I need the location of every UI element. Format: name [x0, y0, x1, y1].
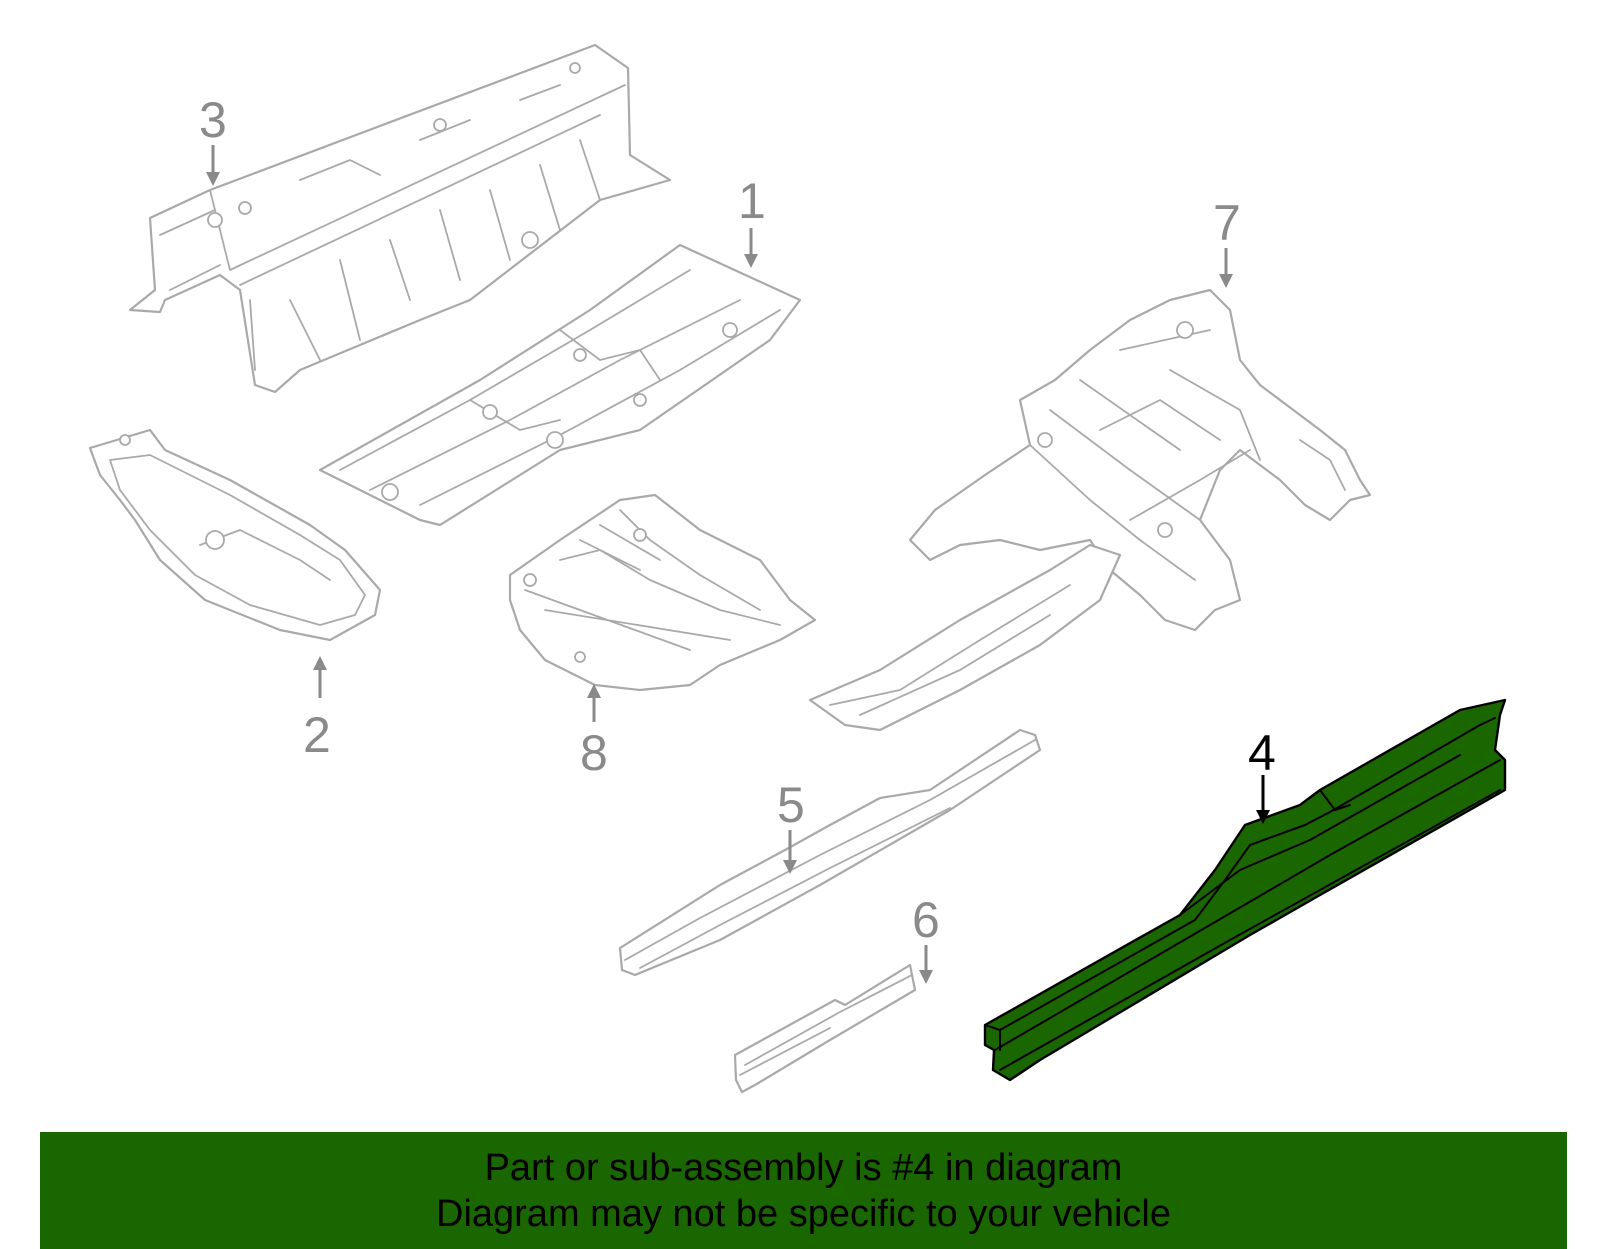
info-banner: Part or sub-assembly is #4 in diagram Di… — [40, 1132, 1567, 1249]
part-2-rear-floor-pan[interactable] — [88, 428, 382, 642]
callout-4: 4 — [1248, 725, 1276, 781]
callout-1: 1 — [738, 173, 766, 229]
callout-7: 7 — [1213, 195, 1241, 251]
part-7-front-structure[interactable] — [808, 288, 1372, 732]
callout-5: 5 — [777, 777, 805, 833]
part-8-floor-reinforcement[interactable] — [508, 493, 817, 692]
callout-8: 8 — [580, 725, 608, 781]
callout-6: 6 — [912, 892, 940, 948]
part-4-rocker-inner-highlighted[interactable] — [983, 698, 1507, 1082]
leader-6 — [919, 945, 933, 984]
callout-2: 2 — [303, 707, 331, 763]
leader-3 — [206, 145, 220, 186]
leader-1 — [744, 228, 758, 268]
part-6-rocker-reinforcement[interactable] — [733, 963, 917, 1094]
callout-3: 3 — [199, 92, 227, 148]
part-1-floor-pan[interactable] — [318, 243, 802, 527]
leader-8 — [587, 684, 601, 722]
leader-4 — [1256, 775, 1270, 824]
leader-2 — [313, 656, 327, 698]
banner-line-2: Diagram may not be specific to your vehi… — [436, 1193, 1171, 1235]
banner-line-1: Part or sub-assembly is #4 in diagram — [484, 1147, 1123, 1189]
part-3-dash-panel[interactable] — [128, 43, 672, 394]
part-5-rocker-outer[interactable] — [618, 728, 1042, 977]
leader-7 — [1219, 248, 1233, 288]
leader-5 — [783, 830, 797, 874]
